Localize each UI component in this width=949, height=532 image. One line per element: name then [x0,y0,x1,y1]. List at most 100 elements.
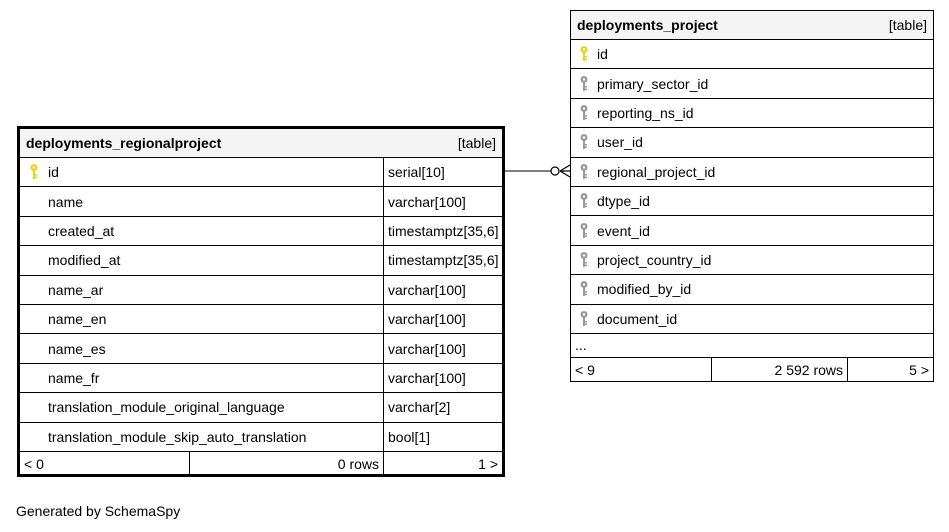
table-header: deployments_regionalproject [table] [20,129,502,158]
column-name: name_fr [48,369,100,386]
column-name-cell: translation_module_original_language [20,393,384,422]
column-type: timestamptz[35,6] [388,252,499,269]
column-name: document_id [597,310,678,327]
column-row[interactable]: document_id [571,305,933,334]
column-row[interactable]: reporting_ns_id [571,99,933,129]
column-name-cell: created_at [20,216,384,246]
column-name-cell: document_id [571,305,933,333]
generated-by-footer: Generated by SchemaSpy [16,503,181,519]
foreign-key-icon [579,163,589,181]
column-row[interactable]: modified_by_id [571,275,933,305]
table-footer: < 9 2 592 rows 5 > [571,357,933,382]
row-count: 0 rows [190,451,384,476]
zero-cardinality-circle [550,166,560,176]
column-name: name_en [48,311,107,328]
column-name-cell: name [20,187,384,216]
column-name: name [48,193,84,210]
column-row[interactable]: regional_project_id [571,158,933,187]
column-name-cell: user_id [571,128,933,156]
primary-key-icon [29,163,39,181]
column-row[interactable]: id [571,40,933,70]
column-name-cell: id [20,158,384,187]
column-row[interactable]: user_id [571,128,933,158]
table-kind: [table] [888,17,927,33]
column-type: serial[10] [388,164,445,181]
column-row[interactable]: name_fr varchar[100] [20,363,502,394]
column-type: varchar[2] [388,399,451,416]
foreign-key-icon [579,192,589,210]
column-row[interactable]: created_at timestamptz[35,6] [20,216,502,247]
table-deployments-project[interactable]: deployments_project [table] id primary_se… [570,10,934,382]
table-header: deployments_project [table] [571,11,933,40]
primary-key-icon [579,45,589,63]
column-row[interactable]: event_id [571,216,933,246]
foreign-key-icon [579,222,589,240]
column-name-cell: modified_at [20,246,384,275]
column-name-cell: regional_project_id [571,158,933,186]
column-list: id primary_sector_id reporting_ns_id user_i… [571,40,933,334]
column-name: translation_module_skip_auto_translation [48,428,307,445]
column-type: varchar[100] [388,369,466,386]
column-name: reporting_ns_id [597,104,694,121]
foreign-key-icon [579,104,589,122]
column-name-cell: project_country_id [571,246,933,274]
column-type: varchar[100] [388,311,466,328]
parents-link[interactable]: < 0 [20,451,190,476]
column-row[interactable]: name varchar[100] [20,187,502,217]
column-row[interactable]: translation_module_skip_auto_translation… [20,422,502,452]
column-name-cell: name_en [20,304,384,334]
column-name: name_ar [48,281,104,298]
column-name: primary_sector_id [597,75,709,92]
row-count: 2 592 rows [712,357,848,382]
column-type: varchar[100] [388,281,466,298]
table-name[interactable]: deployments_project [577,17,718,33]
column-name-cell: name_es [20,334,384,363]
foreign-key-icon [579,280,589,298]
column-name: name_es [48,340,106,357]
column-name-cell: modified_by_id [571,275,933,303]
foreign-key-icon [579,75,589,93]
column-name: event_id [597,222,650,239]
column-row[interactable]: dtype_id [571,187,933,217]
column-type: varchar[100] [388,193,466,210]
column-name-cell: reporting_ns_id [571,99,933,127]
column-row[interactable]: name_ar varchar[100] [20,275,502,305]
column-name: id [597,46,608,63]
column-name: modified_by_id [597,281,692,298]
table-name[interactable]: deployments_regionalproject [26,135,222,151]
column-row[interactable]: primary_sector_id [571,69,933,99]
column-name-cell: id [571,40,933,68]
parents-link[interactable]: < 9 [571,357,712,382]
column-row[interactable]: modified_at timestamptz[35,6] [20,246,502,276]
column-name: dtype_id [597,193,650,210]
more-columns-ellipsis: ... [571,334,933,358]
column-name-cell: dtype_id [571,187,933,215]
column-row[interactable]: name_es varchar[100] [20,334,502,364]
column-name: translation_module_original_language [48,399,285,416]
column-name: regional_project_id [597,163,716,180]
foreign-key-icon [579,310,589,328]
column-type: timestamptz[35,6] [388,222,499,239]
column-row[interactable]: translation_module_original_language varc… [20,393,502,423]
crows-foot-icon [559,164,571,178]
column-type: varchar[100] [388,340,466,357]
column-name: project_country_id [597,251,712,268]
foreign-key-icon [579,251,589,269]
column-name-cell: translation_module_skip_auto_translation [20,422,384,451]
column-name: created_at [48,222,115,239]
children-link[interactable]: 5 > [909,361,929,378]
column-name: modified_at [48,252,121,269]
column-name-cell: name_fr [20,363,384,393]
children-link[interactable]: 1 > [478,455,498,472]
table-kind: [table] [457,135,496,151]
foreign-key-icon [579,133,589,151]
column-name-cell: primary_sector_id [571,69,933,97]
column-type: bool[1] [388,428,431,445]
column-name-cell: event_id [571,216,933,244]
column-row[interactable]: project_country_id [571,246,933,276]
column-row[interactable]: name_en varchar[100] [20,304,502,335]
